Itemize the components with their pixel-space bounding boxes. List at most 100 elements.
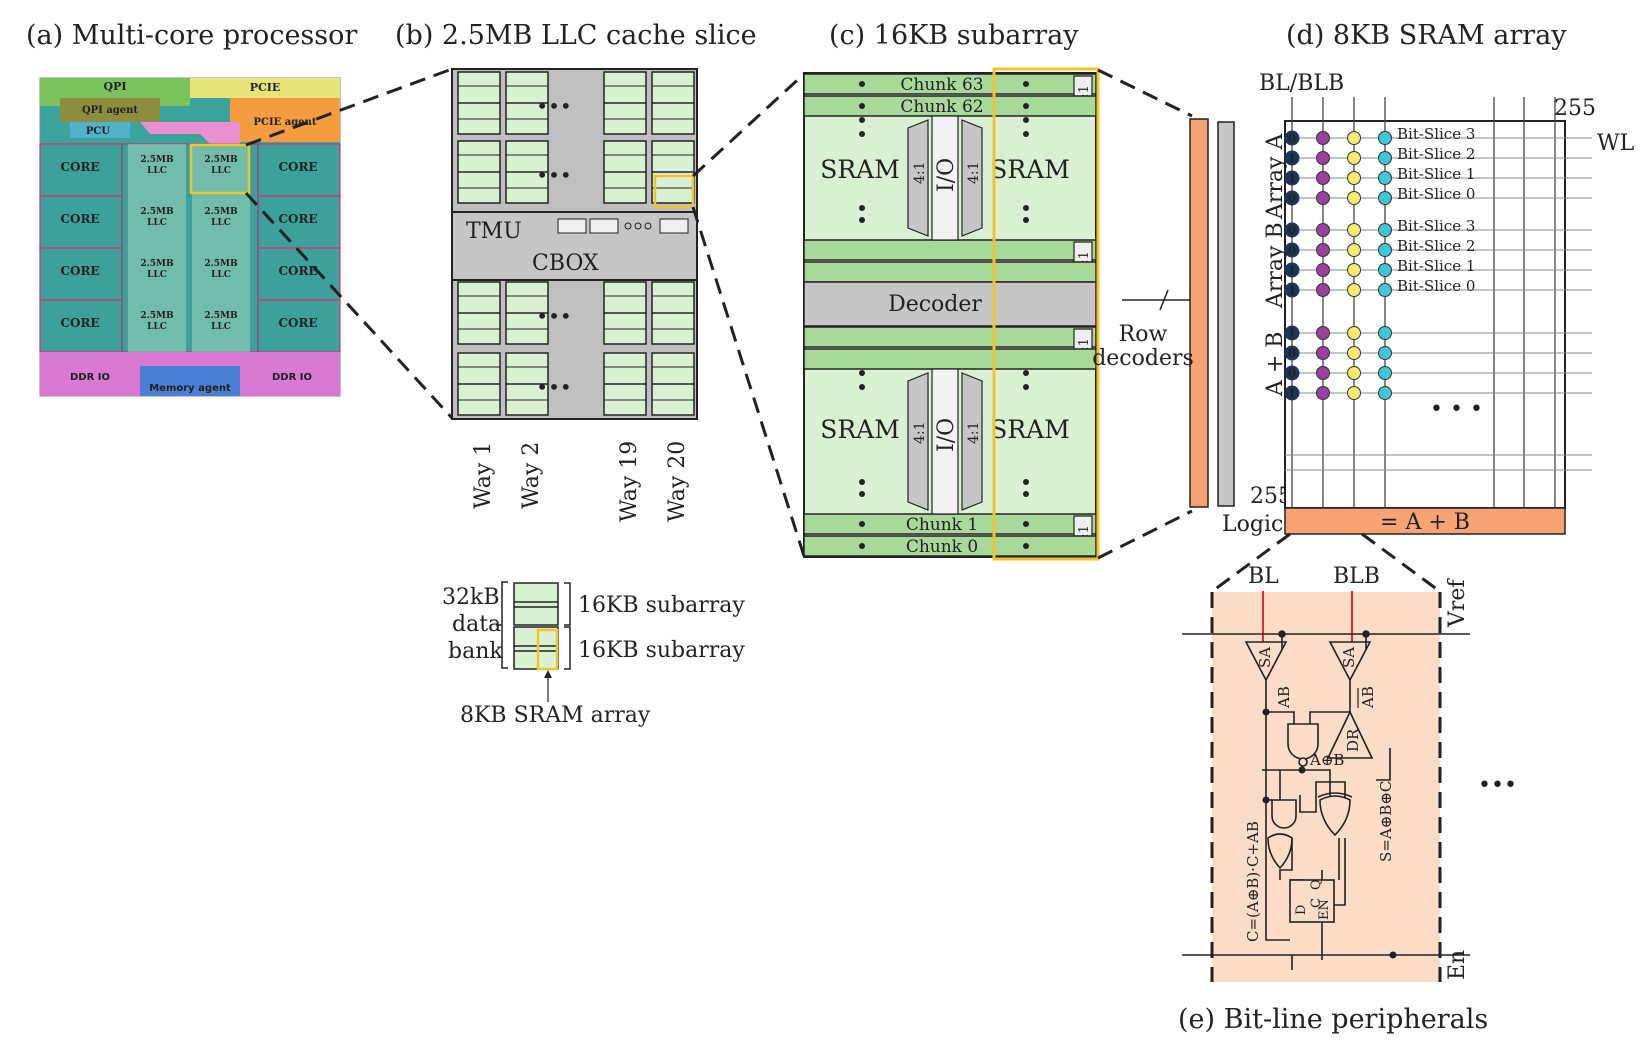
bit-cell (1378, 191, 1392, 205)
chunk-row (803, 261, 1097, 283)
panel-b-title: (b) 2.5MB LLC cache slice (395, 20, 757, 51)
column-dot (859, 205, 865, 211)
bit-cell (1316, 131, 1330, 145)
bit-slice-label: Bit-Slice 1 (1397, 257, 1475, 275)
column-dot (1023, 131, 1029, 137)
highlighted-sram-array (992, 67, 1100, 561)
peripheral-ellipsis: ••• (1478, 773, 1517, 798)
ddr-io-label-right: DDR IO (272, 372, 312, 383)
way-label: Way 2 (519, 442, 544, 509)
ab-label: AB (1275, 686, 1293, 709)
core-label: CORE (60, 212, 99, 226)
way-bank (603, 281, 647, 345)
column-dot (859, 370, 865, 376)
bit-slice-label: Bit-Slice 2 (1397, 145, 1475, 163)
mux4 (961, 119, 983, 237)
cache-bank-legend: 32kB data bank 16KB subarray 16KB subarr… (442, 581, 745, 728)
row-dot (1023, 543, 1029, 549)
bit-cell (1378, 386, 1392, 400)
mux4-label: 4:1 (966, 421, 982, 444)
vref-label: Vref (1445, 578, 1470, 628)
blb-label: BLB (1333, 564, 1380, 589)
bit-cell-value: 1 (1288, 327, 1296, 341)
legend-sram-label: 8KB SRAM array (460, 703, 651, 728)
sram-label: SRAM (820, 155, 900, 184)
chunk-label: Chunk 62 (900, 97, 983, 117)
memory-agent-block (140, 366, 240, 396)
driver (1326, 710, 1374, 759)
column-dot (859, 384, 865, 390)
way-bank (651, 281, 695, 345)
column-dot (1023, 479, 1029, 485)
row-dot (859, 103, 865, 109)
bit-cell (1284, 385, 1300, 401)
bit-slice-label: Bit-Slice 2 (1397, 237, 1475, 255)
bit-cell (1378, 346, 1392, 360)
chunk-label: Chunk 1 (906, 515, 978, 535)
chunk-row (803, 73, 1097, 95)
column-dot (1023, 370, 1029, 376)
llc-label: 2.5MB (204, 259, 238, 269)
tmu-dot (634, 222, 642, 230)
bit-cell (1316, 171, 1330, 185)
panel-b: (b) 2.5MB LLC cache slice •••••••••••• T… (395, 20, 806, 728)
llc-label: 2.5MB (140, 207, 174, 217)
io-column (931, 368, 959, 515)
bit-cell (1316, 366, 1330, 380)
llc-labels: 2.5MBLLC2.5MBLLC2.5MBLLC2.5MBLLC2.5MBLLC… (140, 155, 238, 332)
column-dot (859, 117, 865, 123)
pcie-agent-block (230, 98, 340, 142)
legend-sram-highlight (536, 628, 559, 671)
way-ellipsis: ••• (536, 375, 571, 399)
row-decoder-orange (1189, 118, 1209, 508)
way-bank (651, 352, 695, 416)
bit-cell (1347, 346, 1361, 360)
xor-gate (1319, 795, 1351, 837)
llc-label: LLC (147, 218, 167, 228)
group-label-array-b: Array B (1263, 222, 1288, 309)
sense-amps (1244, 630, 1372, 682)
way-label: Way 19 (617, 441, 642, 522)
llc-label: 2.5MB (204, 207, 238, 217)
bit-cell-value: 0 (1288, 224, 1296, 238)
logic-wires (1262, 680, 1391, 970)
ab-bar-label: AB (1359, 686, 1377, 709)
bit-cell (1347, 366, 1361, 380)
row-decoders-label: decoders (1092, 346, 1194, 371)
llc-label: LLC (147, 166, 167, 176)
bit-cell-value: 0 (1288, 244, 1296, 258)
chunk-row (803, 326, 1097, 348)
bit-slice-label: Bit-Slice 3 (1397, 125, 1475, 143)
legend-bank-text: data (452, 612, 501, 637)
bit-cell (1378, 326, 1392, 340)
bit-cell (1284, 170, 1300, 186)
decoder-block (803, 281, 1097, 327)
wire-junction (1262, 796, 1270, 804)
processor-die: QPI PCIE QPI agent PCIE agent PCU CORE C… (39, 77, 341, 397)
io-column (931, 115, 959, 241)
core-label: CORE (278, 316, 317, 330)
way-bank (505, 140, 549, 204)
carry-flipflop (1289, 879, 1335, 923)
bit-cell (1284, 242, 1300, 258)
chunk-row (803, 535, 1097, 557)
cbox-label: CBOX (532, 251, 599, 276)
tmu-dot (624, 222, 632, 230)
bit-cell-value: 0 (1288, 367, 1296, 381)
way-bank (457, 352, 501, 416)
sa-label: SA (1256, 647, 1274, 668)
panel-c-title: (c) 16KB subarray (829, 20, 1079, 51)
llc-column-right (192, 144, 250, 352)
mux4 (907, 372, 929, 511)
tmu-buffer (589, 218, 619, 234)
xor-input-arc (1317, 792, 1353, 798)
bit-cell (1347, 151, 1361, 165)
llc-label: 2.5MB (140, 155, 174, 165)
sram-array-grid (1284, 120, 1566, 509)
mux4 (961, 372, 983, 511)
way-bank (651, 71, 695, 135)
ff-q: Q (1309, 879, 1324, 890)
bit-cell (1378, 283, 1392, 297)
column-dot (859, 131, 865, 137)
